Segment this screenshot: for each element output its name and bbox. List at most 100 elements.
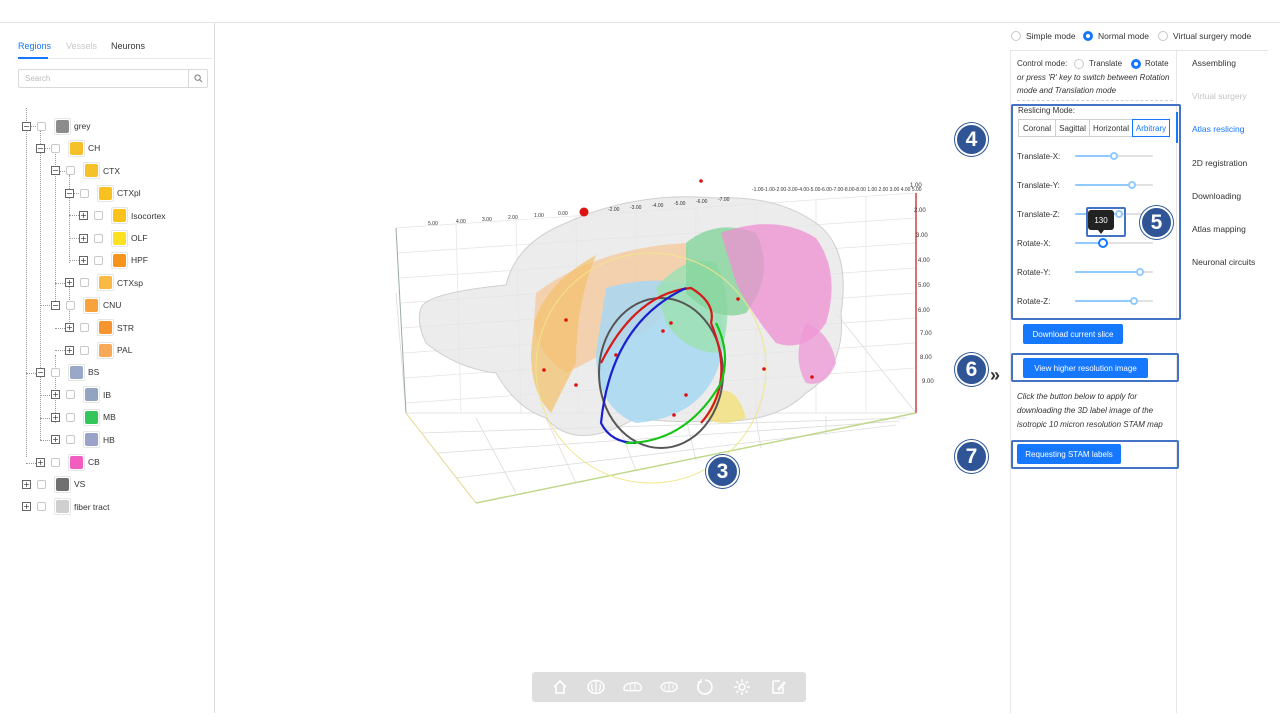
rotate-label[interactable]: Rotate — [1145, 59, 1169, 68]
slider-handle[interactable] — [1135, 268, 1144, 276]
reslice-slider[interactable] — [1075, 150, 1153, 162]
tree-node-checkbox[interactable] — [51, 457, 60, 467]
slider-handle[interactable] — [1130, 297, 1139, 305]
menu-virtual-surgery[interactable]: Virtual surgery — [1192, 91, 1247, 101]
collapse-icon[interactable]: − — [51, 166, 60, 176]
collapse-icon[interactable]: − — [22, 121, 31, 131]
brain-horizontal-icon[interactable] — [658, 676, 680, 698]
tree-node-checkbox[interactable] — [66, 390, 75, 400]
collapse-icon[interactable]: − — [51, 300, 60, 310]
reslice-slider[interactable] — [1075, 266, 1153, 278]
color-swatch[interactable] — [97, 341, 114, 359]
translate-radio[interactable] — [1074, 59, 1084, 69]
brain-coronal-icon[interactable] — [585, 676, 607, 698]
tree-node[interactable]: +fiber tract — [22, 497, 109, 517]
collapse-icon[interactable]: − — [36, 367, 45, 377]
slider-handle[interactable] — [1098, 238, 1109, 248]
color-swatch[interactable] — [54, 117, 71, 135]
tree-node[interactable]: −CH — [36, 138, 100, 158]
reslice-slider[interactable] — [1075, 295, 1153, 307]
color-swatch[interactable] — [97, 319, 114, 337]
edit-icon[interactable] — [767, 676, 789, 698]
expand-icon[interactable]: + — [51, 412, 60, 422]
expand-icon[interactable]: + — [65, 278, 74, 288]
settings-icon[interactable] — [731, 676, 753, 698]
reset-icon[interactable] — [694, 676, 716, 698]
tree-node[interactable]: +CB — [36, 452, 100, 472]
tree-node[interactable]: +HPF — [79, 250, 148, 270]
expand-icon[interactable]: + — [51, 390, 60, 400]
search-icon[interactable] — [188, 70, 207, 87]
color-swatch[interactable] — [83, 162, 100, 180]
simple-mode-radio[interactable] — [1011, 31, 1021, 41]
expand-icon[interactable]: + — [65, 323, 74, 333]
tree-node[interactable]: +Isocortex — [79, 206, 166, 226]
color-swatch[interactable] — [83, 296, 100, 314]
tree-node[interactable]: +OLF — [79, 228, 148, 248]
tree-node-checkbox[interactable] — [37, 502, 46, 512]
reslice-slider[interactable] — [1075, 179, 1153, 191]
tree-node-checkbox[interactable] — [80, 345, 89, 355]
segment-coronal[interactable]: Coronal — [1018, 119, 1055, 137]
rotate-radio[interactable] — [1131, 59, 1141, 69]
tab-neurons[interactable]: Neurons — [111, 41, 146, 51]
normal-mode-radio[interactable] — [1083, 31, 1093, 41]
request-stam-labels-button[interactable]: Requesting STAM labels — [1017, 444, 1121, 464]
tree-node-checkbox[interactable] — [80, 323, 89, 333]
tree-node[interactable]: +VS — [22, 474, 85, 494]
menu-downloading[interactable]: Downloading — [1192, 191, 1242, 201]
collapse-icon[interactable]: − — [36, 143, 45, 153]
search-input[interactable] — [19, 70, 190, 87]
simple-mode-label[interactable]: Simple mode — [1026, 31, 1076, 41]
segment-horizontal[interactable]: Horizontal — [1089, 119, 1132, 137]
tab-regions[interactable]: Regions — [18, 41, 52, 51]
color-swatch[interactable] — [68, 453, 85, 471]
expand-icon[interactable]: + — [22, 502, 31, 512]
color-swatch[interactable] — [83, 408, 100, 426]
color-swatch[interactable] — [83, 431, 100, 449]
color-swatch[interactable] — [83, 386, 100, 404]
tree-node[interactable]: −BS — [36, 362, 99, 382]
higher-resolution-button[interactable]: View higher resolution image — [1023, 358, 1148, 378]
tree-node[interactable]: −grey — [22, 116, 91, 136]
download-slice-button[interactable]: Download current slice — [1023, 324, 1123, 344]
tree-node[interactable]: +PAL — [65, 340, 132, 360]
segment-sagittal[interactable]: Sagittal — [1055, 119, 1089, 137]
expand-icon[interactable]: + — [79, 255, 88, 265]
tree-node-checkbox[interactable] — [80, 188, 89, 198]
tab-vessels[interactable]: Vessels — [66, 41, 98, 51]
color-swatch[interactable] — [111, 229, 128, 247]
menu-assembling[interactable]: Assembling — [1192, 58, 1236, 68]
color-swatch[interactable] — [68, 139, 85, 157]
tree-node[interactable]: +IB — [51, 385, 111, 405]
tree-node-checkbox[interactable] — [94, 211, 103, 221]
color-swatch[interactable] — [54, 498, 71, 516]
color-swatch[interactable] — [111, 207, 128, 225]
expand-icon[interactable]: + — [79, 233, 88, 243]
color-swatch[interactable] — [111, 251, 128, 269]
expand-icon[interactable]: + — [22, 479, 31, 489]
home-icon[interactable] — [549, 676, 571, 698]
color-swatch[interactable] — [54, 475, 71, 493]
collapse-icon[interactable]: − — [65, 188, 74, 198]
color-swatch[interactable] — [68, 363, 85, 381]
menu-atlas-reslicing[interactable]: Atlas reslicing — [1192, 124, 1245, 134]
tree-node-checkbox[interactable] — [66, 166, 75, 176]
virtual-surgery-mode-radio[interactable] — [1158, 31, 1168, 41]
color-swatch[interactable] — [97, 274, 114, 292]
tree-node[interactable]: +HB — [51, 430, 115, 450]
tree-node[interactable]: −CTXpl — [65, 183, 141, 203]
tree-node-checkbox[interactable] — [51, 367, 60, 377]
menu-2d-registration[interactable]: 2D registration — [1192, 158, 1248, 168]
tree-node[interactable]: +CTXsp — [65, 273, 143, 293]
tree-node-checkbox[interactable] — [66, 300, 75, 310]
menu-neuronal-circuits[interactable]: Neuronal circuits — [1192, 257, 1256, 267]
menu-atlas-mapping[interactable]: Atlas mapping — [1192, 224, 1246, 234]
tree-node[interactable]: −CNU — [51, 295, 121, 315]
tree-node-checkbox[interactable] — [94, 233, 103, 243]
translate-label[interactable]: Translate — [1089, 59, 1123, 68]
tree-node-checkbox[interactable] — [66, 435, 75, 445]
expand-icon[interactable]: + — [79, 211, 88, 221]
